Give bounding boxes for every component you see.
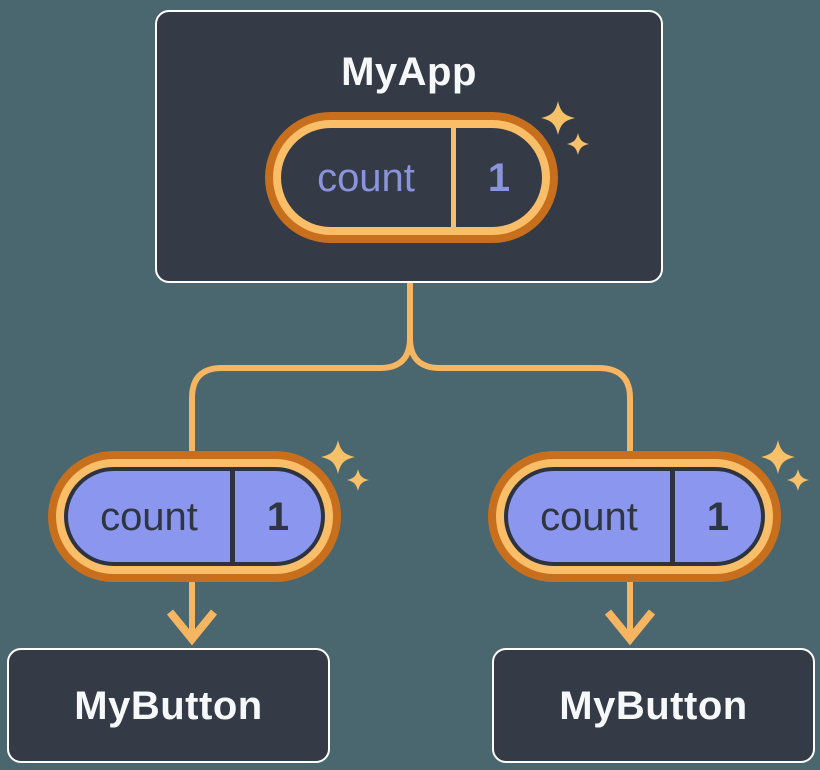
prop-pill-left: count 1 (48, 451, 341, 582)
sparkle-icon (787, 469, 809, 491)
sparkle-icon (347, 469, 369, 491)
state-value: 1 (487, 155, 511, 200)
pill-divider (670, 471, 675, 562)
arrow-down-icon (604, 609, 656, 646)
prop-name-label: count (100, 494, 198, 539)
state-pill-body: count 1 (281, 128, 542, 227)
sparkle-icon (761, 440, 795, 474)
connector-left-branch (189, 282, 413, 637)
connector-right-branch (407, 282, 633, 637)
state-pill-ring: count 1 (273, 120, 550, 235)
child-component-node-left: MyButton (7, 648, 330, 763)
prop-pill-ring: count 1 (496, 459, 773, 574)
prop-pill-body: count 1 (64, 467, 325, 566)
arrow-down-icon (166, 609, 218, 646)
sparkle-icon (567, 133, 589, 155)
root-component-node: MyApp count 1 (155, 10, 663, 283)
child-component-title: MyButton (559, 683, 748, 728)
child-component-node-right: MyButton (492, 648, 815, 763)
state-name-label: count (317, 155, 415, 200)
sparkle-icon (321, 440, 355, 474)
pill-divider (230, 471, 235, 562)
pill-divider (451, 128, 456, 227)
state-pill: count 1 (265, 112, 558, 243)
prop-pill-right: count 1 (488, 451, 781, 582)
child-component-title: MyButton (74, 683, 263, 728)
prop-pill-ring: count 1 (56, 459, 333, 574)
root-component-title: MyApp (341, 50, 477, 94)
prop-name-label: count (540, 494, 638, 539)
sparkle-icon (541, 101, 575, 135)
prop-value: 1 (706, 494, 730, 539)
prop-pill-body: count 1 (504, 467, 765, 566)
prop-value: 1 (266, 494, 290, 539)
